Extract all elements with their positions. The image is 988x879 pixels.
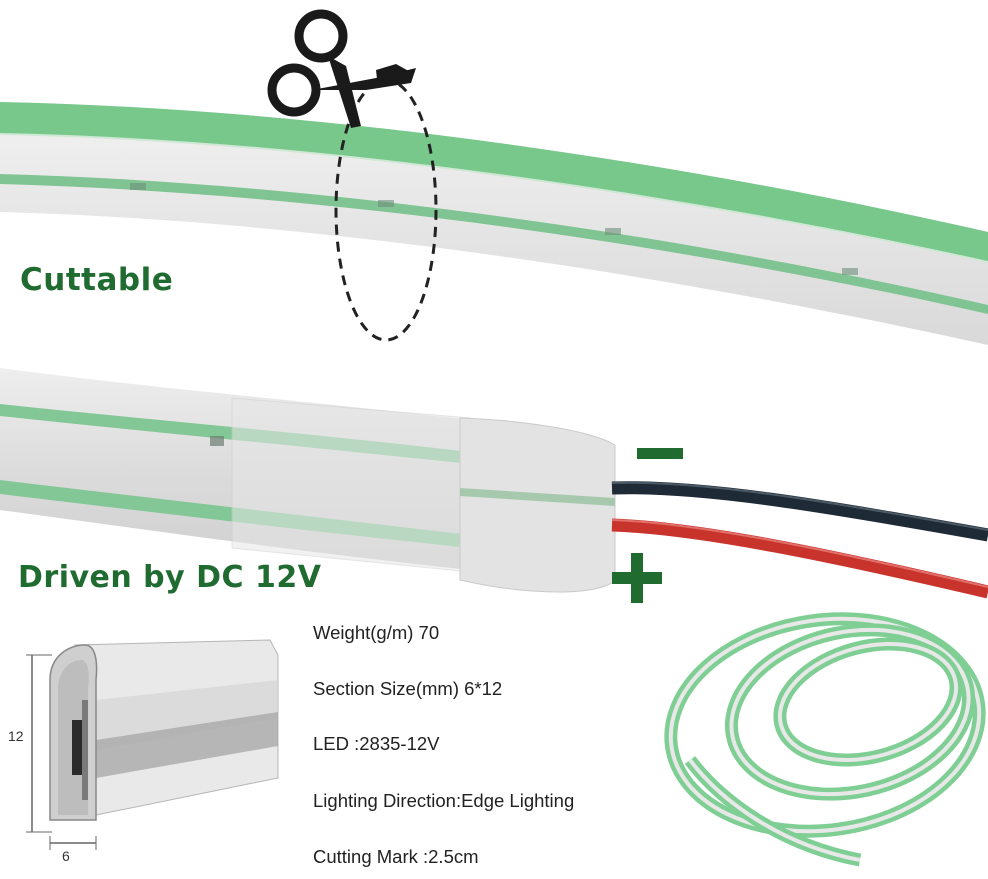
spec-cutting-mark: Cutting Mark :2.5cm [313,846,479,867]
spec-weight: Weight(g/m) 70 [313,622,440,643]
voltage-label: Driven by DC 12V [18,560,322,595]
width-dimension: 6 [62,848,70,864]
height-dimension: 12 [8,728,24,744]
negative-wire [611,481,988,542]
positive-wire [611,518,988,599]
positive-polarity-mark [612,553,662,603]
spec-led: LED :2835-12V [313,733,440,754]
cuttable-label: Cuttable [20,262,174,298]
spec-lighting-direction: Lighting Direction:Edge Lighting [313,790,575,811]
negative-polarity-mark [637,448,683,459]
cross-section-diagram [26,639,279,850]
lower-led-strip [0,368,616,593]
scissors-icon [267,9,416,128]
coiled-led-strip [664,612,986,867]
spec-section-size: Section Size(mm) 6*12 [313,678,503,699]
upper-led-strip [0,102,988,345]
